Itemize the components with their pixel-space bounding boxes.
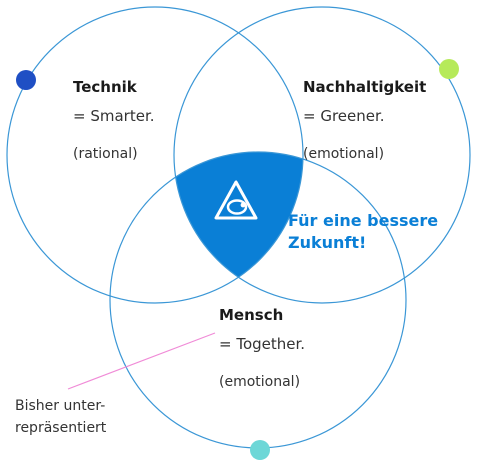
center-claim-line2: Zukunft!: [288, 233, 367, 252]
center-claim-line1: Für eine bessere: [288, 211, 439, 230]
nachhaltigkeit-dot: [439, 59, 459, 79]
nachhaltigkeit-title: Nachhaltigkeit: [303, 78, 427, 96]
note-line2: repräsentiert: [15, 420, 107, 436]
technik-tag: (rational): [73, 146, 138, 162]
nachhaltigkeit-circle: [173, 6, 471, 304]
technik-circle: [6, 6, 304, 304]
triangle-a-logo-icon: [214, 180, 258, 220]
technik-subtitle: = Smarter.: [73, 107, 155, 125]
mensch-title: Mensch: [219, 306, 284, 324]
nachhaltigkeit-subtitle: = Greener.: [303, 107, 385, 125]
technik-title: Technik: [73, 78, 137, 96]
technik-dot: [16, 70, 36, 90]
note-pointer-line: [67, 332, 216, 390]
mensch-subtitle: = Together.: [219, 335, 306, 353]
note-line1: Bisher unter-: [15, 398, 106, 414]
mensch-tag: (emotional): [219, 374, 301, 390]
nachhaltigkeit-tag: (emotional): [303, 146, 385, 162]
mensch-dot: [250, 440, 270, 460]
